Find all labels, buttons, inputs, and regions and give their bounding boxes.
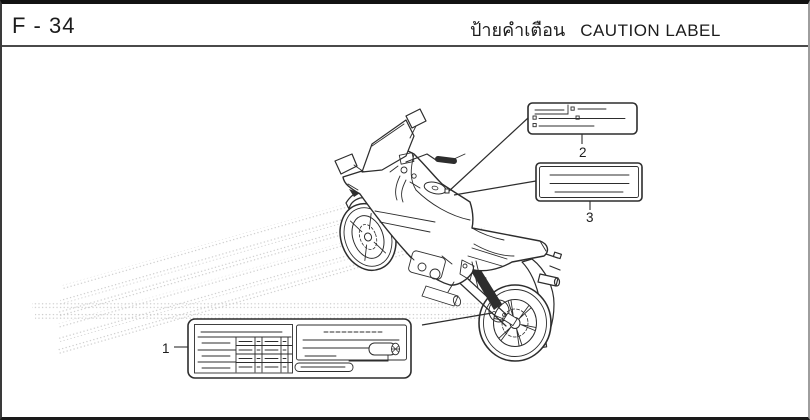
page-title-thai: ป้ายคำเตือน: [470, 20, 566, 40]
label-1-table-panel: [194, 324, 293, 374]
caution-label-diagram: 2 3: [32, 102, 643, 379]
callout-number-2: 2: [579, 145, 587, 160]
subframe-details: [459, 247, 508, 289]
leader-lines: [421, 117, 537, 326]
label-1-chain-panel: [294, 324, 407, 372]
front-cockpit: [334, 108, 466, 203]
leader-line-2: [447, 117, 529, 193]
diagram-area: 2 3: [2, 47, 808, 417]
callout-number-1: 1: [162, 341, 170, 356]
engine-and-exhaust: [405, 250, 462, 307]
page-title: ป้ายคำเตือน CAUTION LABEL: [470, 15, 721, 44]
page-code: F - 34: [12, 13, 76, 38]
page-title-english: CAUTION LABEL: [580, 21, 721, 40]
motorcycle-illustration: [334, 108, 563, 362]
caution-label-2-graphic: [527, 102, 638, 135]
callout-1: 1: [162, 341, 188, 356]
callout-number-3: 3: [586, 210, 594, 225]
callout-3: 3: [586, 201, 594, 225]
caution-label-3-graphic: [535, 162, 643, 202]
leader-line-1: [421, 312, 493, 326]
callout-2: 2: [579, 134, 587, 160]
leader-line-3: [453, 180, 537, 196]
swingarm-and-chain: [449, 262, 518, 327]
caution-label-1-graphic: [187, 318, 412, 379]
label-attach-point: [444, 188, 450, 194]
page-header: F - 34 ป้ายคำเตือน CAUTION LABEL: [2, 4, 808, 47]
instrument-cluster: [389, 152, 421, 203]
